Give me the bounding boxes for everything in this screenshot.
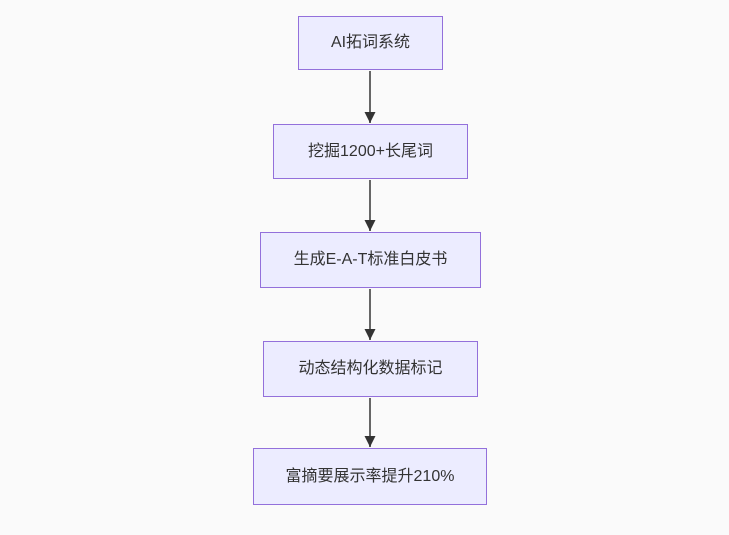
node-label: 富摘要展示率提升210%	[285, 467, 455, 485]
flow-node-longtail-mining: 挖掘1200+长尾词	[273, 124, 468, 179]
node-label: AI拓词系统	[330, 34, 411, 52]
node-label: 生成E-A-T标准白皮书	[293, 251, 448, 269]
node-label: 挖掘1200+长尾词	[308, 142, 433, 160]
flow-node-ai-word-expansion: AI拓词系统	[298, 16, 443, 70]
flow-node-rich-snippet-rate: 富摘要展示率提升210%	[253, 448, 487, 505]
flow-node-eat-whitepaper: 生成E-A-T标准白皮书	[260, 232, 481, 288]
node-label: 动态结构化数据标记	[298, 360, 443, 378]
flow-node-structured-data-markup: 动态结构化数据标记	[263, 341, 478, 397]
